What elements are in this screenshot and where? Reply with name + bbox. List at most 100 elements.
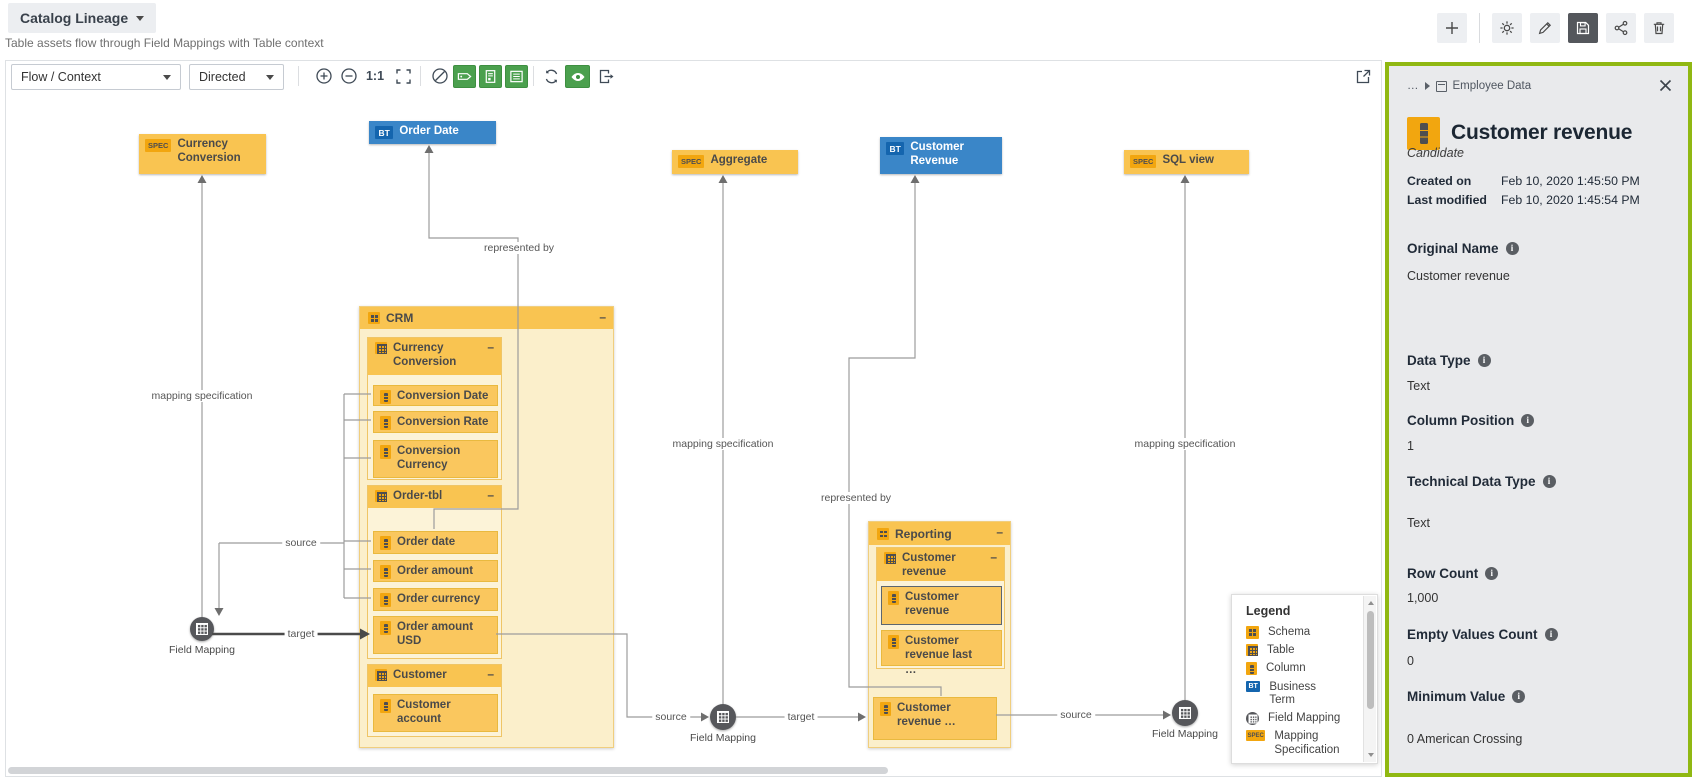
export-button[interactable] <box>595 65 617 87</box>
scroll-down-icon[interactable] <box>1367 753 1374 757</box>
canvas-horizontal-scrollbar[interactable] <box>8 767 888 774</box>
info-icon[interactable] <box>1544 628 1558 641</box>
catalog-lineage-menu[interactable]: Catalog Lineage <box>8 3 157 33</box>
chevron-down-icon <box>163 74 171 80</box>
field-mapping-node-1[interactable] <box>190 617 214 641</box>
collapse-button[interactable]: – <box>990 550 997 564</box>
field-mapping-label: Field Mapping <box>1152 728 1218 740</box>
column-node-conversion-rate[interactable]: Conversion Rate <box>373 411 498 433</box>
schema-icon <box>368 312 380 324</box>
divider <box>1479 13 1480 43</box>
business-term-node-order-date[interactable]: BT Order Date <box>369 121 496 144</box>
bt-badge: BT <box>375 126 394 140</box>
column-node-customer-revenue-last[interactable]: Customer revenue last … <box>881 630 1002 676</box>
info-icon[interactable] <box>1521 414 1535 427</box>
table-node-order-tbl[interactable]: Order-tbl – Order date Order amount Orde… <box>367 485 502 659</box>
column-icon <box>380 565 391 579</box>
schema-header-crm[interactable]: CRM – <box>360 307 613 329</box>
table-node-currency-conversion[interactable]: Currency Conversion – Conversion Date Co… <box>367 337 502 480</box>
share-button[interactable] <box>1606 13 1636 43</box>
collapse-button[interactable]: – <box>487 488 494 502</box>
show-preview-button[interactable] <box>479 65 502 88</box>
scrollbar-thumb[interactable] <box>1367 611 1374 709</box>
info-icon[interactable] <box>1512 690 1526 703</box>
zoom-out-button[interactable] <box>338 65 360 87</box>
collapse-button[interactable]: – <box>487 340 494 354</box>
page-icon <box>485 70 496 83</box>
column-node-order-date[interactable]: Order date <box>373 531 498 554</box>
table-node-customer-revenue[interactable]: Customer revenue – Customer revenue Cust… <box>876 547 1005 676</box>
column-node-customer-revenue-extra[interactable]: Customer revenue … <box>873 697 997 740</box>
schema-label: Reporting <box>895 526 952 541</box>
visibility-button[interactable] <box>565 65 590 88</box>
zoom-reset-button[interactable]: 1:1 <box>362 65 388 87</box>
direction-select[interactable]: Directed <box>189 64 284 90</box>
attribute-technical-data-type: Technical Data Type Text <box>1407 474 1674 530</box>
collapse-button[interactable]: – <box>487 667 494 681</box>
legend-item-schema: Schema <box>1246 626 1364 639</box>
view-mode-select[interactable]: Flow / Context <box>11 64 181 90</box>
mapping-spec-node-aggregate[interactable]: SPEC Aggregate <box>672 150 798 174</box>
created-on-label: Created on <box>1407 174 1472 188</box>
table-header[interactable]: Order-tbl – <box>368 486 501 508</box>
table-node-customer[interactable]: Customer – Customer account <box>367 664 502 737</box>
field-mapping-node-3[interactable] <box>1172 700 1198 726</box>
schema-node-reporting[interactable]: Reporting – Customer revenue – Customer … <box>868 521 1011 748</box>
table-header[interactable]: Currency Conversion – <box>368 338 501 375</box>
schema-node-crm[interactable]: CRM – Currency Conversion – Conversion D… <box>359 306 614 748</box>
schema-icon <box>1246 626 1259 639</box>
info-icon[interactable] <box>1477 354 1491 367</box>
table-header[interactable]: Customer revenue – <box>877 548 1004 581</box>
table-label: Order-tbl <box>393 490 443 502</box>
breadcrumb-ellipsis[interactable]: … <box>1407 80 1419 92</box>
info-icon[interactable] <box>1505 242 1519 255</box>
settings-button[interactable] <box>1492 13 1522 43</box>
column-node-customer-revenue-selected[interactable]: Customer revenue <box>881 586 1002 625</box>
column-node-conversion-currency[interactable]: Conversion Currency <box>373 440 498 478</box>
open-external-button[interactable] <box>1352 65 1374 87</box>
mapping-spec-node-currency-conversion[interactable]: SPEC Currency Conversion <box>139 134 266 174</box>
refresh-layout-button[interactable] <box>540 65 562 87</box>
collapse-button[interactable]: – <box>996 525 1003 539</box>
field-mapping-node-2[interactable] <box>710 704 736 730</box>
eye-icon <box>571 72 584 81</box>
divider <box>298 66 299 86</box>
breadcrumb[interactable]: … Employee Data <box>1407 80 1531 92</box>
fit-screen-icon <box>395 68 411 84</box>
attribute-label: Row Count <box>1407 566 1479 581</box>
column-node-customer-account[interactable]: Customer account <box>373 694 498 732</box>
info-icon[interactable] <box>1485 567 1499 580</box>
close-panel-button[interactable] <box>1656 78 1674 96</box>
tag-icon <box>457 73 472 80</box>
info-icon[interactable] <box>1542 475 1556 488</box>
show-attributes-button[interactable] <box>505 65 528 88</box>
column-node-order-amount[interactable]: Order amount <box>373 560 498 582</box>
show-labels-button[interactable] <box>453 65 476 88</box>
table-header[interactable]: Customer – <box>368 665 501 687</box>
attribute-column-position: Column Position 1 <box>1407 413 1674 453</box>
breadcrumb-domain[interactable]: Employee Data <box>1452 80 1532 92</box>
schema-header-reporting[interactable]: Reporting – <box>869 522 1010 545</box>
zoom-in-button[interactable] <box>313 65 335 87</box>
delete-button[interactable] <box>1644 13 1674 43</box>
legend-scrollbar[interactable] <box>1363 596 1376 762</box>
business-term-node-customer-revenue[interactable]: BT Customer Revenue <box>880 137 1002 174</box>
column-icon <box>380 445 391 459</box>
edit-button[interactable] <box>1530 13 1560 43</box>
mapping-spec-node-sql-view[interactable]: SPEC SQL view <box>1124 150 1249 174</box>
table-icon <box>1246 644 1258 657</box>
save-button[interactable] <box>1568 13 1598 43</box>
disable-pointer-button[interactable] <box>429 65 451 87</box>
lineage-canvas[interactable]: Flow / Context Directed 1:1 <box>5 60 1382 777</box>
column-node-order-amount-usd[interactable]: Order amount USD <box>373 616 498 654</box>
fit-to-screen-button[interactable] <box>392 65 414 87</box>
collapse-button[interactable]: – <box>599 310 606 324</box>
attribute-label: Minimum Value <box>1407 689 1506 704</box>
scroll-up-icon[interactable] <box>1367 601 1374 605</box>
add-button[interactable] <box>1437 13 1467 43</box>
legend-label: Business Term <box>1269 680 1317 706</box>
column-icon <box>380 536 391 550</box>
column-node-order-currency[interactable]: Order currency <box>373 588 498 611</box>
column-node-conversion-date[interactable]: Conversion Date <box>373 385 498 406</box>
edge-label-mapping-specification: mapping specification <box>148 390 256 402</box>
